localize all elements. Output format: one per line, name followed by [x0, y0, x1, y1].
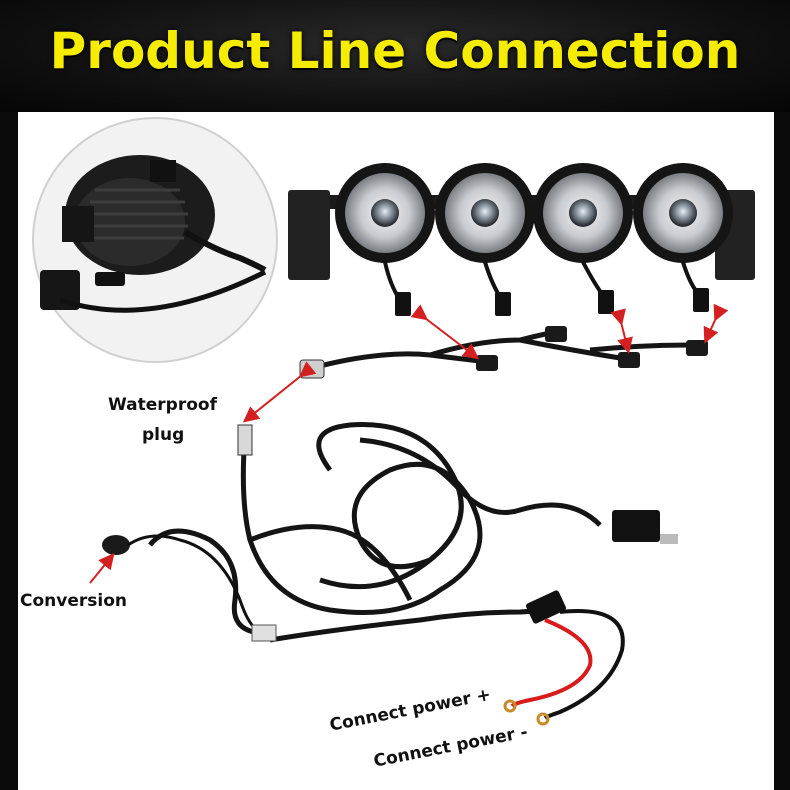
main-harness	[148, 422, 602, 643]
power-leads	[510, 609, 625, 720]
conversion-label: Conversion	[20, 591, 127, 611]
fuse-holder	[526, 590, 566, 624]
switch-button	[102, 534, 263, 634]
plug-label: plug	[142, 425, 185, 445]
spot-light-4	[633, 163, 733, 263]
closeup-inset	[32, 117, 278, 363]
spot-light-3	[533, 163, 633, 263]
page-title: Product Line Connection	[49, 22, 741, 80]
waterproof-label: Waterproof	[108, 395, 217, 415]
positive-ring-terminal	[503, 699, 517, 713]
pointer-arrows	[89, 303, 729, 584]
header-banner	[0, 0, 790, 112]
relay-box	[612, 510, 678, 544]
negative-ring-terminal	[536, 712, 550, 726]
spot-light-2	[435, 163, 535, 263]
spot-light-1	[335, 163, 435, 263]
light-bar	[288, 163, 755, 316]
waterproof-plug-connector	[237, 424, 253, 456]
switch-connector	[251, 624, 277, 642]
